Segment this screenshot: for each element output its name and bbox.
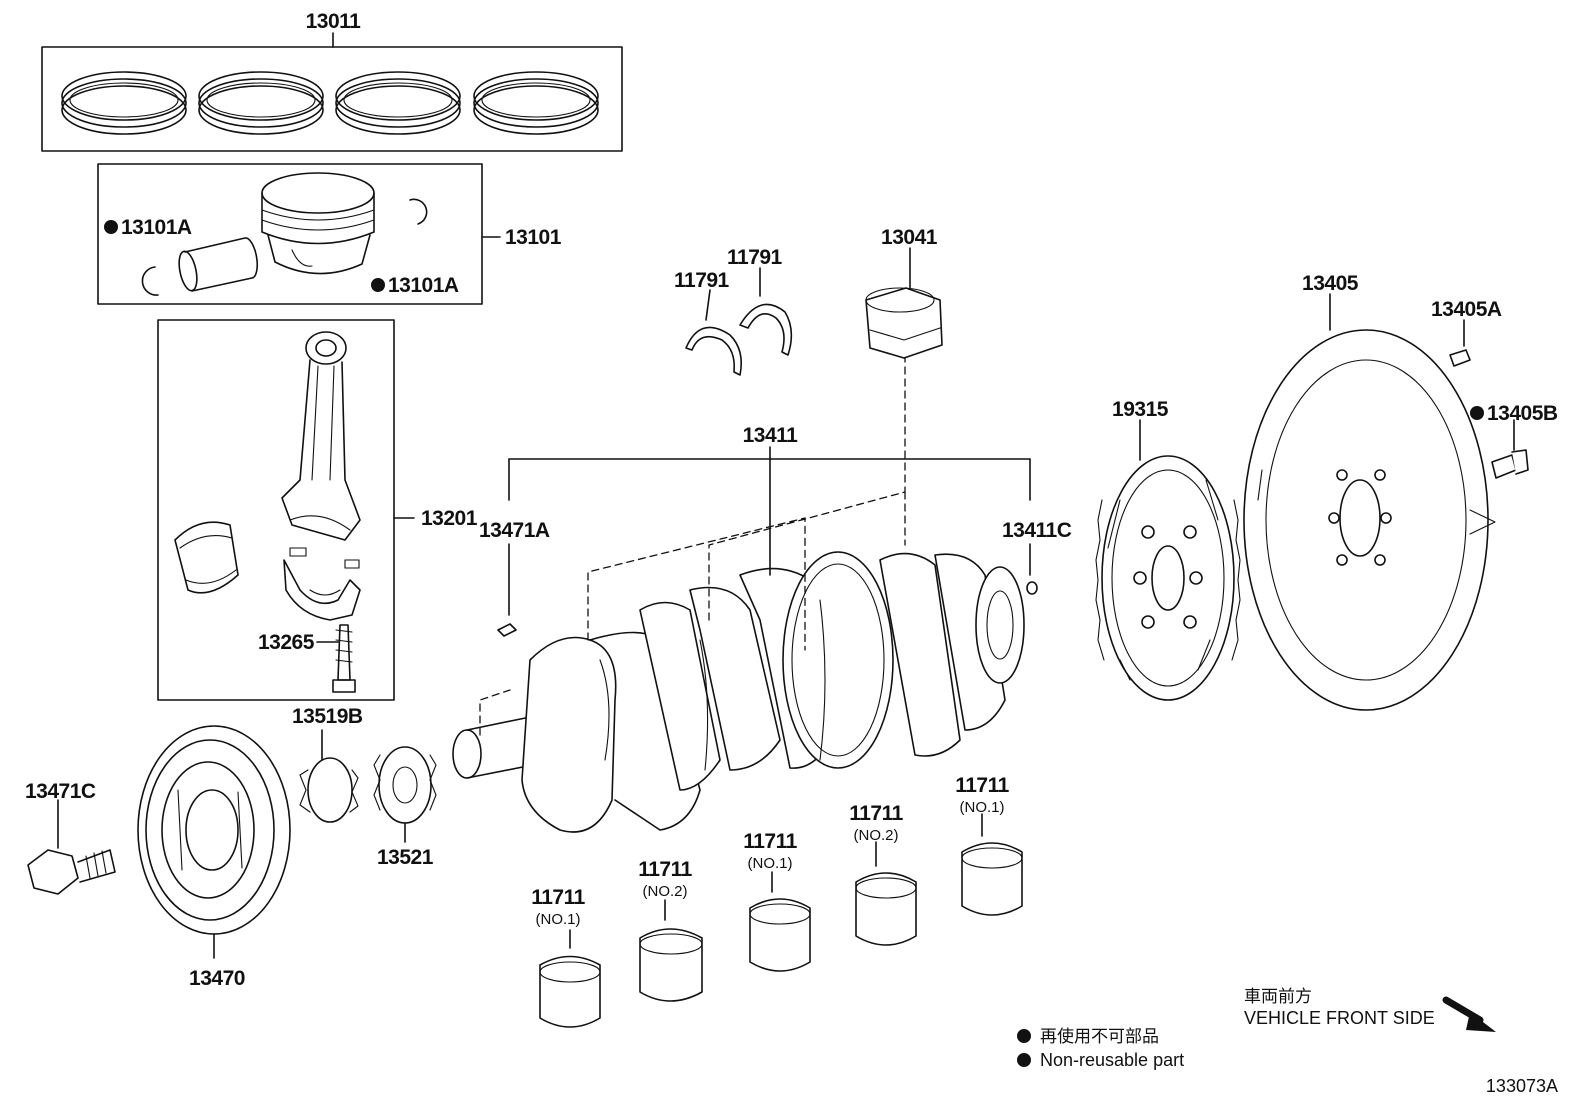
crankshaft-pulley[interactable] — [137, 725, 291, 959]
piston-pin[interactable] — [176, 237, 259, 292]
piston-ring-set-frame — [41, 46, 623, 152]
label-13101A-left[interactable]: 13101A — [121, 216, 192, 239]
vehicle-front-english: VEHICLE FRONT SIDE — [1244, 1008, 1435, 1028]
label-11711-3[interactable]: 11711 — [743, 830, 798, 853]
crankshaft-bracket — [479, 349, 1038, 736]
label-13101[interactable]: 13101 — [505, 226, 562, 249]
legend-english: Non-reusable part — [1040, 1050, 1184, 1070]
legend-dot-icon-1 — [1017, 1029, 1031, 1043]
timing-gear-13521[interactable] — [373, 746, 437, 843]
snap-ring-left[interactable] — [141, 266, 159, 296]
label-13101A-right[interactable]: 13101A — [388, 274, 459, 297]
connecting-rod-bolt[interactable] — [332, 624, 356, 693]
main-bearing-5[interactable] — [961, 813, 1023, 916]
label-11711-5[interactable]: 11711 — [955, 774, 1010, 797]
crankshaft[interactable] — [452, 551, 1025, 833]
label-13521[interactable]: 13521 — [377, 846, 434, 869]
label-13011[interactable]: 13011 — [306, 10, 362, 33]
label-13411C[interactable]: 13411C — [1002, 519, 1072, 542]
legend-dot-icon-2 — [1017, 1053, 1031, 1067]
label-13405A[interactable]: 13405A — [1431, 298, 1502, 321]
connecting-rod-frame — [157, 319, 395, 701]
label-11791-left[interactable]: 11791 — [674, 269, 730, 292]
timing-gear-13519B[interactable] — [299, 729, 359, 823]
label-11791-right[interactable]: 11791 — [727, 246, 783, 269]
label-11711-4[interactable]: 11711 — [849, 802, 904, 825]
piston-ring-set-group — [41, 32, 623, 152]
diagram-code: 133073A — [1486, 1076, 1558, 1096]
connecting-rod-cap[interactable] — [283, 547, 361, 621]
non-reusable-marker-13405B — [1470, 406, 1484, 420]
piston-ring-2[interactable] — [198, 71, 324, 135]
label-13201[interactable]: 13201 — [421, 507, 478, 530]
pulley-bolt[interactable] — [27, 799, 116, 895]
flywheel-dowel-pin[interactable] — [1449, 349, 1471, 367]
label-13519B[interactable]: 13519B — [292, 705, 363, 728]
sub-11711-5: (NO.1) — [960, 799, 1005, 816]
piston-head[interactable] — [261, 172, 375, 275]
main-bearing-3[interactable] — [749, 871, 811, 972]
label-13405[interactable]: 13405 — [1302, 272, 1359, 295]
sub-11711-2: (NO.2) — [643, 883, 688, 900]
vehicle-front-japanese: 車両前方 — [1244, 987, 1312, 1007]
piston-ring-1[interactable] — [61, 71, 187, 135]
main-bearing-2[interactable] — [639, 899, 703, 1002]
label-11711-2[interactable]: 11711 — [638, 858, 693, 881]
snap-ring-right[interactable] — [409, 198, 428, 225]
piston-group — [97, 163, 501, 305]
sub-11711-1: (NO.1) — [536, 911, 581, 928]
piston-frame — [97, 163, 483, 305]
label-13470[interactable]: 13470 — [189, 967, 245, 990]
non-reusable-marker-left — [104, 220, 118, 234]
thrust-bearing[interactable] — [865, 287, 943, 359]
legend-japanese: 再使用不可部品 — [1040, 1026, 1159, 1047]
non-reusable-marker-right — [371, 278, 385, 292]
label-13471C[interactable]: 13471C — [25, 780, 96, 803]
thrust-washer-left[interactable] — [685, 326, 743, 376]
main-bearing-1[interactable] — [539, 929, 601, 1028]
piston-ring-4[interactable] — [473, 71, 599, 135]
label-13405B[interactable]: 13405B — [1487, 402, 1558, 425]
flywheel-bolt[interactable] — [1491, 449, 1529, 479]
piston-ring-3[interactable] — [335, 71, 461, 135]
connecting-rod[interactable] — [281, 331, 361, 541]
crank-signal-plate[interactable] — [1095, 455, 1241, 701]
connecting-rod-group — [157, 319, 415, 701]
thrust-washer-right[interactable] — [739, 303, 793, 356]
vehicle-front-arrow-icon — [1442, 996, 1496, 1032]
main-bearing-4[interactable] — [855, 841, 917, 946]
label-13411[interactable]: 13411 — [743, 424, 799, 447]
flywheel[interactable] — [1243, 329, 1496, 711]
leader-11791-left — [705, 289, 711, 321]
sub-11711-3: (NO.1) — [748, 855, 793, 872]
label-13471A[interactable]: 13471A — [479, 519, 550, 542]
sub-11711-4: (NO.2) — [854, 827, 899, 844]
label-13265[interactable]: 13265 — [258, 631, 315, 654]
label-13041[interactable]: 13041 — [881, 226, 938, 249]
label-19315[interactable]: 19315 — [1112, 398, 1169, 421]
label-11711-1[interactable]: 11711 — [531, 886, 586, 909]
connecting-rod-bearing[interactable] — [174, 521, 239, 594]
